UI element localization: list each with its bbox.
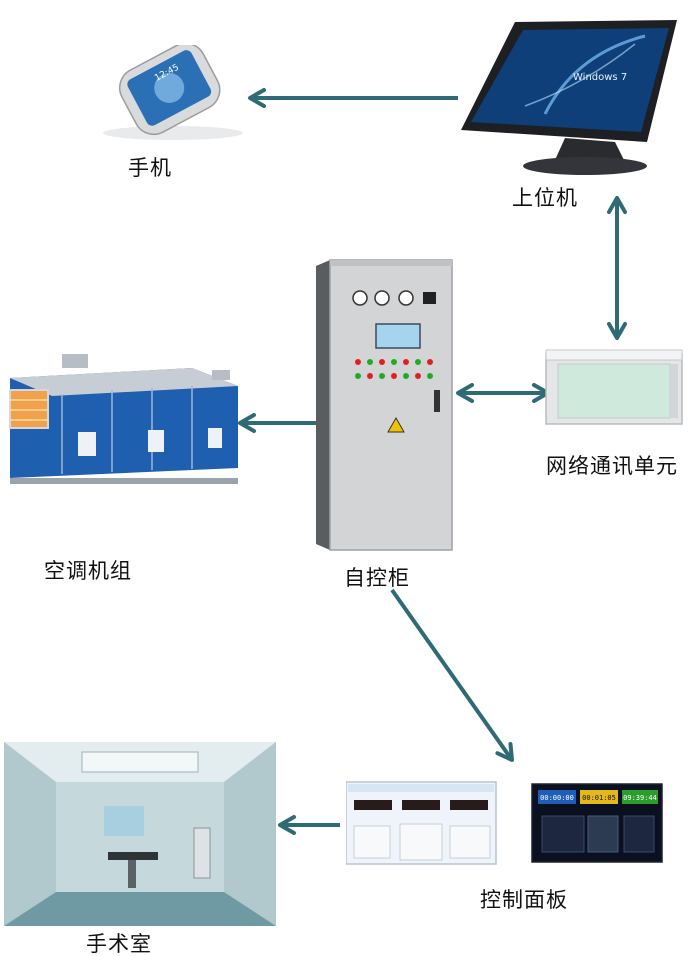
operating-room-image: [4, 742, 276, 926]
host-pc-image: Windows 7: [461, 20, 677, 175]
network-unit-image: [545, 349, 683, 425]
operating-room-label: 手术室: [86, 932, 152, 956]
panel-display-3: 09:39:44: [623, 794, 657, 802]
cabinet-image: [316, 259, 453, 551]
panel-display-1: 00:00:00: [540, 794, 574, 802]
phone-label: 手机: [128, 156, 172, 180]
host-pc-label: 上位机: [512, 186, 578, 210]
ahu-label: 空调机组: [44, 559, 132, 583]
panel-display-2: 00:01:05: [582, 794, 616, 802]
svg-text:Windows 7: Windows 7: [573, 72, 627, 83]
cabinet-label: 自控柜: [344, 566, 410, 590]
control-panel-label: 控制面板: [480, 888, 568, 912]
ahu-image: [9, 354, 238, 484]
arrow-cabinet-to-panel: [390, 588, 514, 762]
control-panel-image: [346, 781, 663, 865]
network-unit-label: 网络通讯单元: [546, 454, 678, 478]
phone-image: 12:45: [103, 45, 243, 140]
